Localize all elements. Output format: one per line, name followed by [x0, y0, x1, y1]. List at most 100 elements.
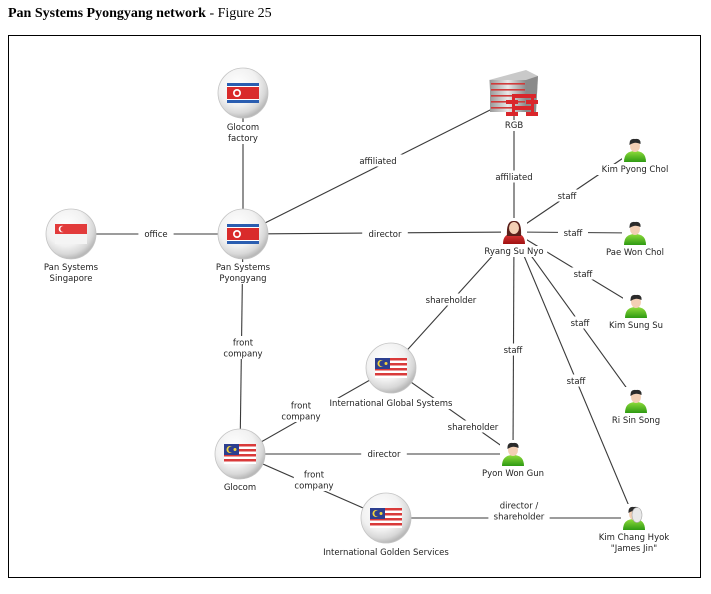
edge-label: office [144, 230, 167, 240]
node-label-bg [217, 273, 269, 284]
edge-pan_pyongyang-rgb: affiliated [242, 97, 515, 235]
malaysia-flag-icon [370, 508, 402, 528]
figure-title-bold: Pan Systems Pyongyang network [8, 6, 206, 21]
node-label: Pyon Won Gun [482, 469, 544, 479]
node-label-bg [222, 133, 264, 144]
malaysia-flag-icon [375, 358, 407, 378]
diagram-frame [8, 35, 701, 578]
node-label-bg [595, 532, 673, 543]
edge-label: staff [564, 229, 584, 239]
node-pae-won-chol[interactable]: Pae Won Chol [601, 219, 669, 258]
person-icon [625, 389, 647, 413]
edge-label: director [369, 230, 403, 240]
edge-label: shareholder [494, 513, 545, 523]
edge-label: director [368, 450, 402, 460]
edge-ryang-kim_sung_su: staff [513, 231, 637, 307]
north-korea-flag-icon [227, 224, 259, 244]
edge-label: staff [571, 319, 591, 329]
edge-label: front [291, 402, 312, 412]
edge-ryang-pae_won_chol: staff [513, 226, 636, 239]
edge-ryang-pyon_won_gun: staff [498, 231, 528, 455]
node-igs2[interactable]: International Golden Services [308, 492, 464, 558]
node-label-bg [212, 262, 274, 273]
node-label: Singapore [50, 274, 93, 284]
person-icon [624, 138, 646, 162]
edge-label: shareholder [448, 423, 499, 433]
edge-label: shareholder [426, 296, 477, 306]
person-icon [624, 221, 646, 245]
female-person-icon [503, 220, 525, 244]
node-label-bg [596, 164, 674, 175]
node-label-bg [40, 262, 102, 273]
edge-label: staff [567, 377, 587, 387]
node-glocom[interactable]: Glocom [214, 428, 266, 493]
node-ryang[interactable]: Ryang Su Nyo [480, 218, 548, 257]
edge-label-bg [138, 227, 174, 240]
edge-pan_pyongyang-ryang: director [242, 227, 515, 240]
node-label: Pan Systems [216, 263, 271, 273]
edge-label-bg [552, 189, 582, 202]
edge-label-bg [498, 343, 528, 356]
masked-person-icon [623, 506, 645, 530]
node-rgb[interactable]: RGB [489, 70, 538, 131]
node-label: Pyongyang [219, 274, 266, 284]
node-pyon-won-gun[interactable]: Pyon Won Gun [479, 440, 547, 479]
firewall-icon [506, 94, 538, 116]
edge-label: company [223, 350, 262, 360]
node-label: International Global Systems [330, 399, 453, 409]
node-label: International Golden Services [323, 548, 449, 558]
node-kim-chang-hyok[interactable]: Kim Chang Hyok"James Jin" [595, 504, 673, 554]
edge-label: staff [574, 270, 594, 280]
edge-label-bg [280, 399, 322, 422]
node-label: Pan Systems [44, 263, 99, 273]
edge-label: staff [558, 192, 578, 202]
rgb-server-icon [489, 70, 538, 116]
edge-label-bg [222, 336, 264, 359]
node-label: Kim Sung Su [609, 321, 663, 331]
node-label: Kim Pyong Chol [602, 165, 669, 175]
edge-label: front [304, 471, 325, 481]
edge-label-bg [486, 170, 542, 183]
node-label-bg [45, 273, 97, 284]
node-label-bg [316, 398, 466, 409]
person-icon [625, 294, 647, 318]
edge-label-bg [293, 468, 335, 491]
edge-label: company [294, 482, 333, 492]
node-ri-sin-song[interactable]: Ri Sin Song [605, 387, 667, 426]
edge-label-bg [568, 267, 598, 280]
edge-label-bg [558, 226, 588, 239]
person-icon [502, 442, 524, 466]
edge-ryang-ri_sin_song: staff [513, 231, 637, 402]
edge-label: staff [504, 346, 524, 356]
node-label-bg [480, 246, 548, 257]
edge-label-bg [361, 447, 407, 460]
edge-label-bg [488, 499, 550, 522]
node-label-bg [222, 482, 258, 493]
node-label: RGB [505, 121, 523, 131]
edge-label-bg [565, 316, 595, 329]
edge-label: director / [500, 502, 539, 512]
node-label-bg [479, 468, 547, 479]
edge-ryang-kim_chang_hyok: staff [513, 231, 635, 519]
node-kim-pyong-chol[interactable]: Kim Pyong Chol [596, 136, 674, 175]
node-label: Ryang Su Nyo [484, 247, 543, 257]
malaysia-flag-icon [224, 444, 256, 464]
edge-label: company [281, 413, 320, 423]
node-kim-sung-su[interactable]: Kim Sung Su [605, 292, 667, 331]
node-label: Pae Won Chol [606, 248, 664, 258]
node-label-bg [605, 415, 667, 426]
edge-label-bg [362, 227, 408, 240]
edge-ryang-kim_pyong_chol: staff [513, 149, 636, 233]
edge-label-bg [561, 374, 591, 387]
node-label-bg [225, 122, 261, 133]
node-igs[interactable]: International Global Systems [316, 342, 466, 409]
edge-label-bg [442, 420, 504, 433]
